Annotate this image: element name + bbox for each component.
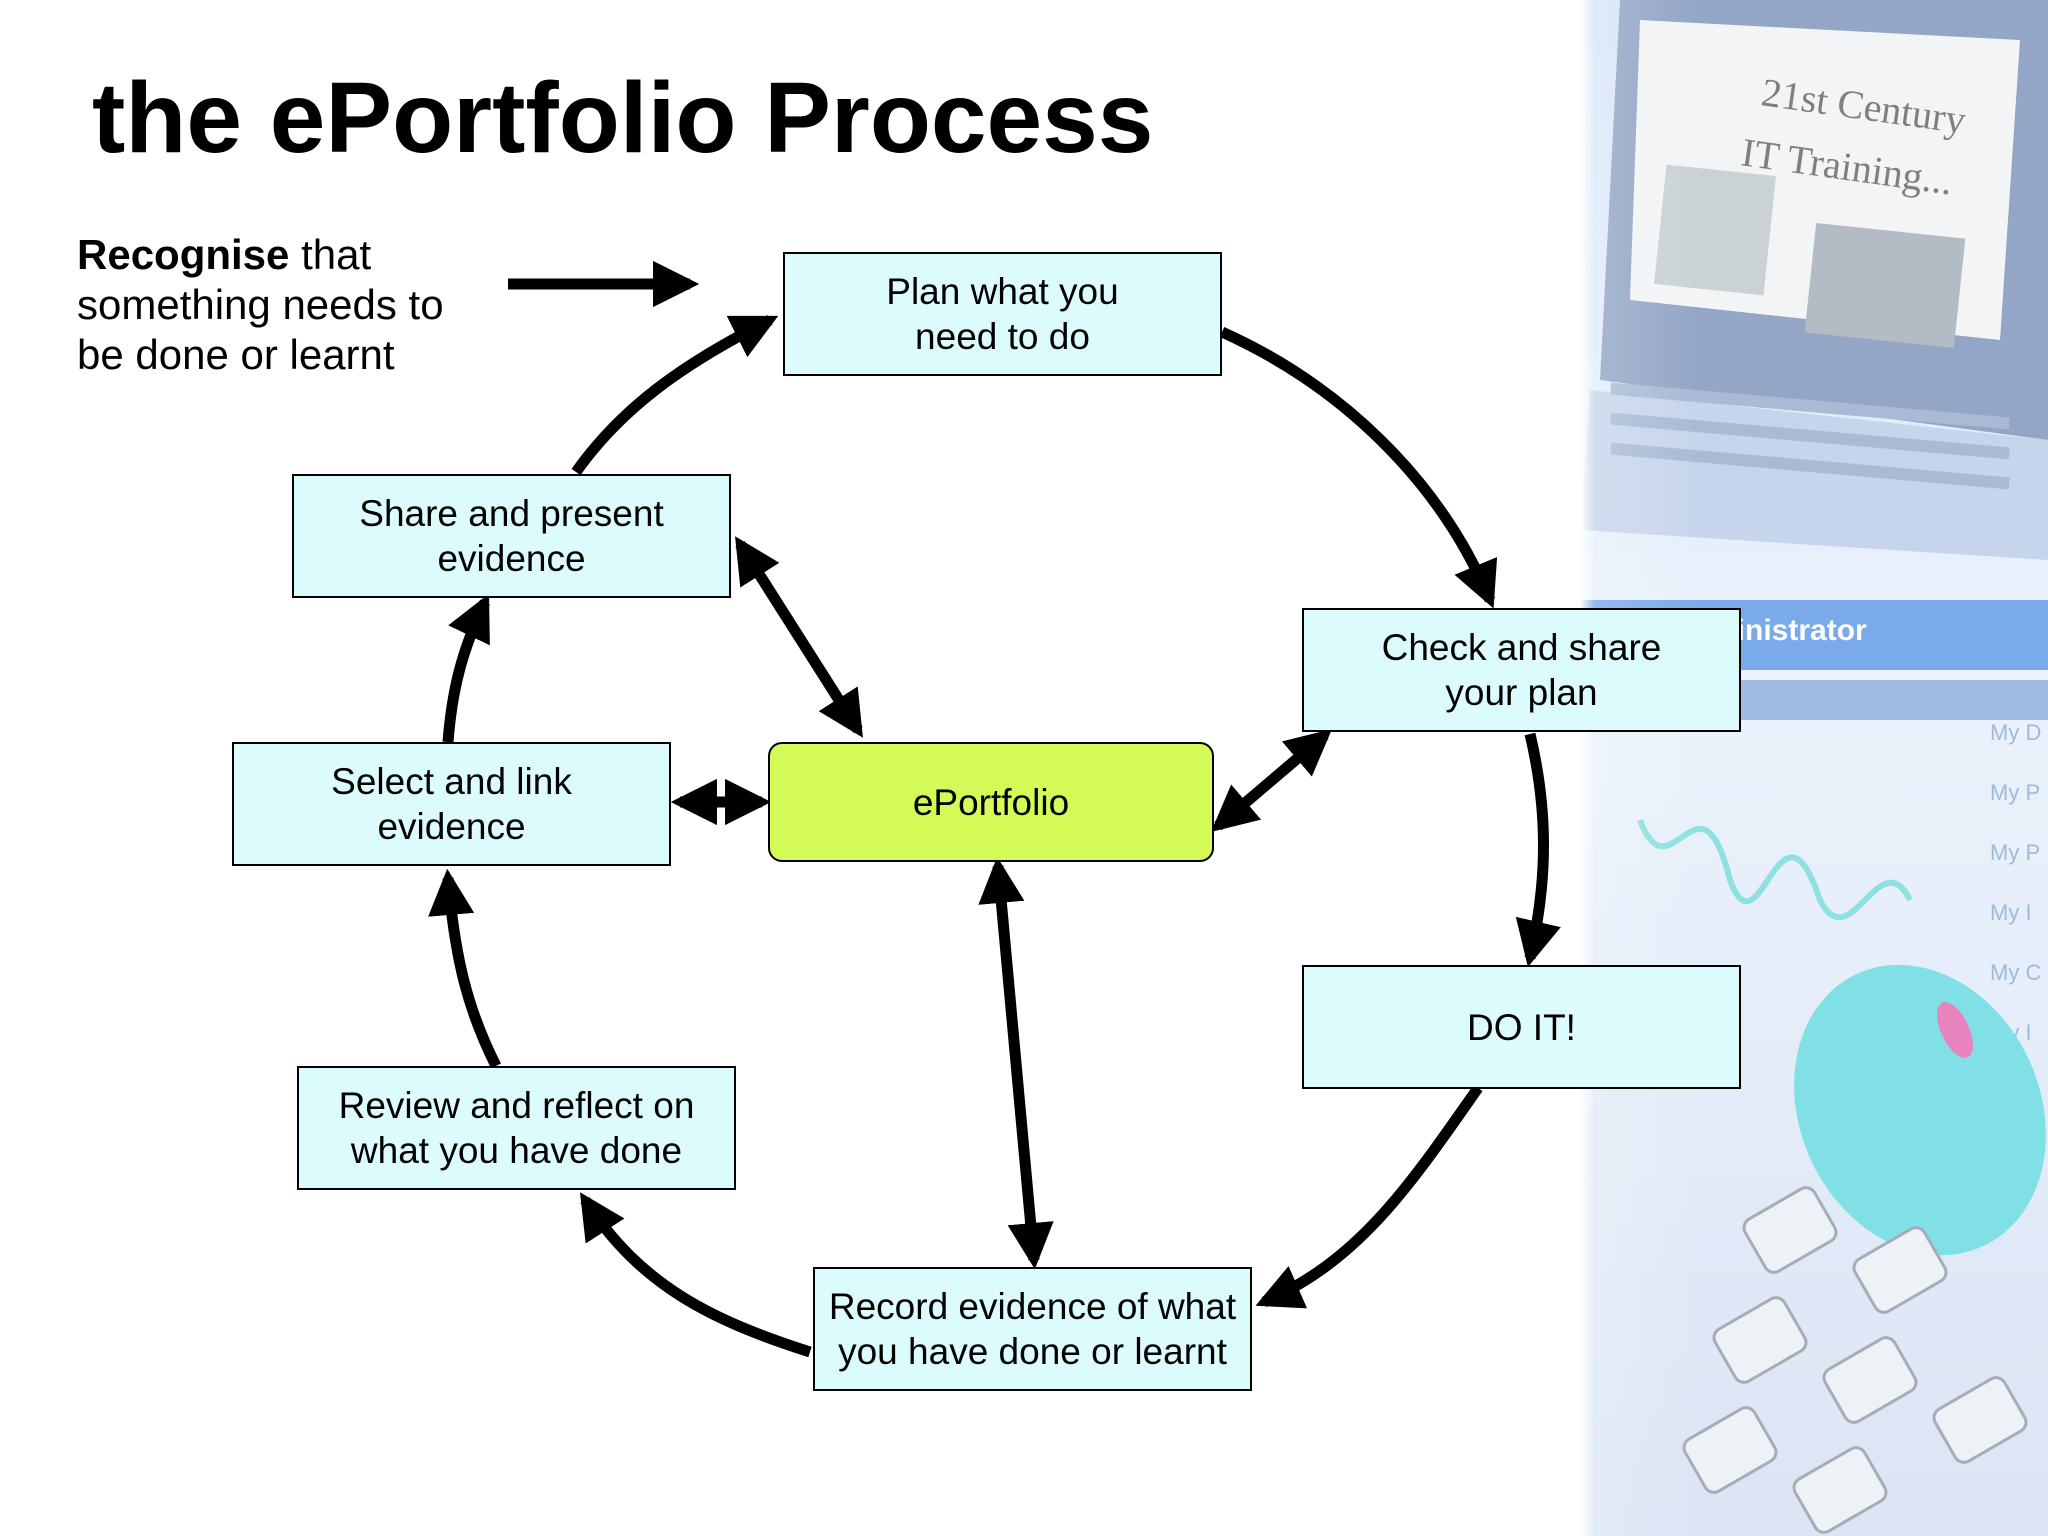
arrow-share-to-plan: [571, 315, 779, 476]
eportfolio-label: ePortfolio: [912, 781, 1070, 823]
link-share-eportfolio: [735, 536, 863, 738]
arrow-review-to-select: [428, 868, 501, 1069]
menu-item-5: My C: [1990, 960, 2041, 985]
intro-line-1: that: [289, 231, 372, 278]
arrow-plan-to-check: [1219, 326, 1498, 609]
step-check-line-1: Check and share: [1381, 627, 1662, 668]
step-review-line-2: what you have done: [350, 1130, 683, 1171]
menu-item-3: My P: [1990, 840, 2040, 865]
link-check-eportfolio: [1210, 729, 1333, 832]
step-check-line-2: your plan: [1445, 672, 1598, 713]
step-plan-line-2: need to do: [915, 316, 1090, 357]
menu-item-4: My I: [1990, 900, 2032, 925]
intro-text: Recognise that something needs to be don…: [77, 230, 444, 380]
intro-line-2: something needs to: [77, 281, 444, 328]
intro-line-3: be done or learnt: [77, 331, 395, 378]
arrow-check-to-do: [1515, 732, 1561, 968]
arrow-do-to-record: [1255, 1084, 1483, 1309]
step-do-line-1: DO IT!: [1467, 1006, 1576, 1048]
link-record-eportfolio: [978, 856, 1054, 1270]
step-share-line-2: evidence: [437, 538, 586, 579]
step-record-line-2: you have done or learnt: [838, 1331, 1227, 1372]
menu-item-1: My D: [1990, 720, 2041, 745]
step-do-it: DO IT!: [1302, 965, 1741, 1089]
arrow-record-to-review: [579, 1192, 812, 1358]
step-select-line-1: Select and link: [331, 761, 572, 802]
slide-title: the ePortfolio Process: [92, 62, 1154, 174]
laptop-background-image: 21st Century IT Training... ministrator …: [1580, 0, 2048, 1536]
menu-item-2: My P: [1990, 780, 2040, 805]
step-review-line-1: Review and reflect on: [338, 1085, 695, 1126]
step-share-line-1: Share and present: [359, 493, 664, 534]
intro-keyword: Recognise: [77, 231, 290, 278]
arrow-select-to-share: [442, 593, 490, 743]
step-record-line-1: Record evidence of what: [828, 1286, 1237, 1327]
step-select-line-2: evidence: [377, 806, 526, 847]
step-plan-line-1: Plan what you: [886, 271, 1119, 312]
eportfolio-hub: ePortfolio: [768, 742, 1214, 862]
